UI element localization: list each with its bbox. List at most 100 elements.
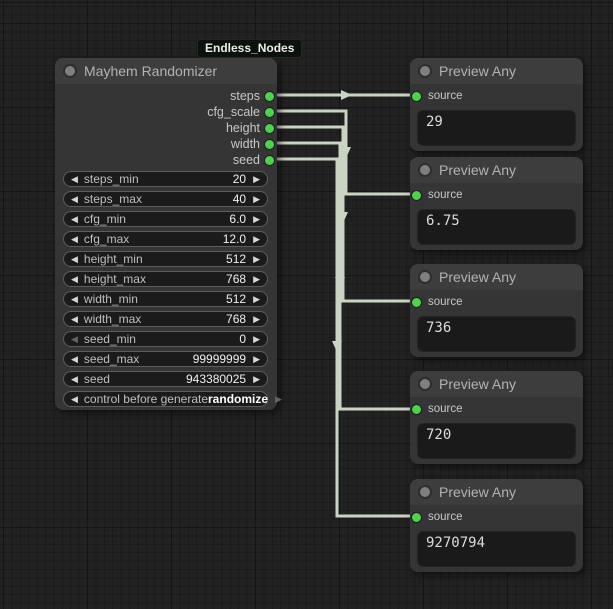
number-widget[interactable]: ◀ width_max 768 ▶ xyxy=(63,311,268,327)
preview-value-box[interactable]: 6.75 xyxy=(417,209,576,245)
decrement-arrow-icon[interactable]: ◀ xyxy=(71,214,78,224)
input-slot: source xyxy=(410,509,583,525)
number-widget[interactable]: ◀ height_max 768 ▶ xyxy=(63,271,268,287)
output-slot: height xyxy=(55,120,277,136)
increment-arrow-icon[interactable]: ▶ xyxy=(253,294,260,304)
output-port-icon[interactable] xyxy=(265,123,274,133)
input-port-icon[interactable] xyxy=(412,91,421,101)
increment-arrow-icon[interactable]: ▶ xyxy=(253,314,260,324)
preview-value-box[interactable]: 736 xyxy=(417,316,576,352)
widget-label: steps_min xyxy=(83,172,139,186)
preview-any-node[interactable]: Preview Any source 6.75 xyxy=(410,157,583,250)
collapse-dot-icon[interactable] xyxy=(420,165,430,175)
increment-arrow-icon[interactable]: ▶ xyxy=(253,174,260,184)
output-port-icon[interactable] xyxy=(265,155,274,165)
number-widget[interactable]: ◀ height_min 512 ▶ xyxy=(63,251,268,267)
node-title-bar[interactable]: Mayhem Randomizer xyxy=(55,58,277,84)
decrement-arrow-icon[interactable]: ◀ xyxy=(71,334,78,344)
increment-arrow-icon[interactable]: ▶ xyxy=(275,394,282,404)
input-port-icon[interactable] xyxy=(412,297,421,307)
preview-any-node[interactable]: Preview Any source 29 xyxy=(410,58,583,151)
decrement-arrow-icon[interactable]: ◀ xyxy=(71,394,78,404)
widget-label: width_max xyxy=(83,312,142,326)
increment-arrow-icon[interactable]: ▶ xyxy=(253,214,260,224)
widget-value[interactable]: 512 xyxy=(226,252,247,266)
number-widget[interactable]: ◀ seed 943380025 ▶ xyxy=(63,371,268,387)
widget-value[interactable]: 6.0 xyxy=(229,212,247,226)
number-widget[interactable]: ◀ steps_max 40 ▶ xyxy=(63,191,268,207)
preview-value-box[interactable]: 9270794 xyxy=(417,531,576,567)
output-slot: cfg_scale xyxy=(55,104,277,120)
preview-value-box[interactable]: 29 xyxy=(417,110,576,146)
widget-value[interactable]: 768 xyxy=(226,312,247,326)
mayhem-randomizer-node[interactable]: Mayhem Randomizer steps cfg_scale height… xyxy=(55,58,282,410)
decrement-arrow-icon[interactable]: ◀ xyxy=(71,374,78,384)
widget-label: cfg_min xyxy=(83,212,126,226)
decrement-arrow-icon[interactable]: ◀ xyxy=(71,174,78,184)
output-slot-label: seed xyxy=(232,153,260,167)
number-widget[interactable]: ◀ steps_min 20 ▶ xyxy=(63,171,268,187)
increment-arrow-icon[interactable]: ▶ xyxy=(253,374,260,384)
node-title-bar[interactable]: Preview Any xyxy=(410,58,583,84)
number-widget[interactable]: ◀ seed_max 99999999 ▶ xyxy=(63,351,268,367)
widget-label: height_min xyxy=(83,252,143,266)
node-title-bar[interactable]: Preview Any xyxy=(410,264,583,290)
number-widget[interactable]: ◀ control before generate randomize ▶ xyxy=(63,391,282,407)
decrement-arrow-icon[interactable]: ◀ xyxy=(71,194,78,204)
output-port-icon[interactable] xyxy=(265,139,274,149)
number-widget[interactable]: ◀ cfg_max 12.0 ▶ xyxy=(63,231,268,247)
decrement-arrow-icon[interactable]: ◀ xyxy=(71,314,78,324)
decrement-arrow-icon[interactable]: ◀ xyxy=(71,254,78,264)
widget-value[interactable]: 99999999 xyxy=(192,352,247,366)
collapse-dot-icon[interactable] xyxy=(65,66,75,76)
input-slot-label: source xyxy=(428,90,463,102)
widget-value[interactable]: 20 xyxy=(232,172,247,186)
input-port-icon[interactable] xyxy=(412,512,421,522)
decrement-arrow-icon[interactable]: ◀ xyxy=(71,274,78,284)
widget-value[interactable]: 943380025 xyxy=(186,372,247,386)
widget-value[interactable]: 12.0 xyxy=(222,232,247,246)
increment-arrow-icon[interactable]: ▶ xyxy=(253,354,260,364)
output-port-icon[interactable] xyxy=(265,107,274,117)
collapse-dot-icon[interactable] xyxy=(420,487,430,497)
preview-any-node[interactable]: Preview Any source 720 xyxy=(410,371,583,464)
increment-arrow-icon[interactable]: ▶ xyxy=(253,234,260,244)
input-slot-label: source xyxy=(428,189,463,201)
widget-value[interactable]: 768 xyxy=(226,272,247,286)
number-widget[interactable]: ◀ cfg_min 6.0 ▶ xyxy=(63,211,268,227)
number-widget[interactable]: ◀ seed_min 0 ▶ xyxy=(63,331,268,347)
decrement-arrow-icon[interactable]: ◀ xyxy=(71,234,78,244)
input-port-icon[interactable] xyxy=(412,404,421,414)
output-slot-label: width xyxy=(230,137,260,151)
input-port-icon[interactable] xyxy=(412,190,421,200)
node-title-bar[interactable]: Preview Any xyxy=(410,371,583,397)
node-title-bar[interactable]: Preview Any xyxy=(410,479,583,505)
increment-arrow-icon[interactable]: ▶ xyxy=(253,254,260,264)
widget-label: cfg_max xyxy=(83,232,130,246)
collapse-dot-icon[interactable] xyxy=(420,379,430,389)
node-title: Preview Any xyxy=(439,162,517,178)
increment-arrow-icon[interactable]: ▶ xyxy=(253,334,260,344)
node-title: Preview Any xyxy=(439,63,517,79)
output-port-icon[interactable] xyxy=(265,91,274,101)
widget-value[interactable]: 40 xyxy=(232,192,247,206)
decrement-arrow-icon[interactable]: ◀ xyxy=(71,354,78,364)
widget-value[interactable]: 512 xyxy=(226,292,247,306)
widget-label: control before generate xyxy=(83,392,209,406)
input-slot: source xyxy=(410,401,583,417)
node-title: Preview Any xyxy=(439,484,517,500)
collapse-dot-icon[interactable] xyxy=(420,66,430,76)
preview-any-node[interactable]: Preview Any source 736 xyxy=(410,264,583,357)
number-widget[interactable]: ◀ width_min 512 ▶ xyxy=(63,291,268,307)
preview-any-node[interactable]: Preview Any source 9270794 xyxy=(410,479,583,572)
decrement-arrow-icon[interactable]: ◀ xyxy=(71,294,78,304)
node-title-bar[interactable]: Preview Any xyxy=(410,157,583,183)
increment-arrow-icon[interactable]: ▶ xyxy=(253,274,260,284)
node-title: Mayhem Randomizer xyxy=(84,63,218,79)
preview-value-box[interactable]: 720 xyxy=(417,423,576,459)
widget-value[interactable]: 0 xyxy=(239,332,247,346)
increment-arrow-icon[interactable]: ▶ xyxy=(253,194,260,204)
widget-value[interactable]: randomize xyxy=(208,392,269,406)
collapse-dot-icon[interactable] xyxy=(420,272,430,282)
